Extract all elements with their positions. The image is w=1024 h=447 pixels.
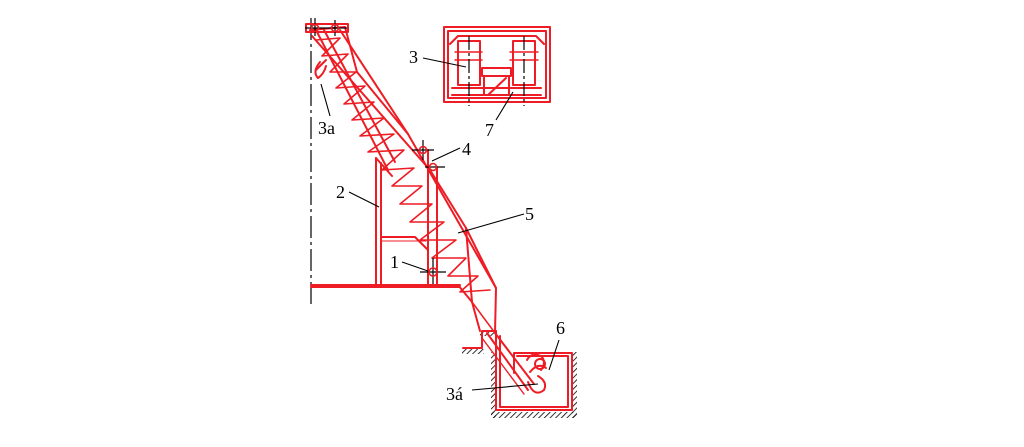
label-1: 1 [390,252,399,272]
label-3b: 3á [446,384,463,404]
boom-lattice [315,37,491,293]
leader-lines [320,57,560,391]
label-3a: 3а [318,118,335,138]
label-7: 7 [485,120,494,140]
label-5: 5 [525,204,534,224]
label-2: 2 [336,182,345,202]
ground-hatching [462,331,577,418]
cross-section-inset [443,26,551,103]
label-6: 6 [556,318,565,338]
label-4: 4 [462,139,471,159]
pit-outline [462,330,573,411]
base-platform [310,284,461,288]
pivot-circles [310,23,438,277]
label-3: 3 [409,47,418,67]
support-tower [375,157,429,288]
bucket-wheel [526,353,547,394]
